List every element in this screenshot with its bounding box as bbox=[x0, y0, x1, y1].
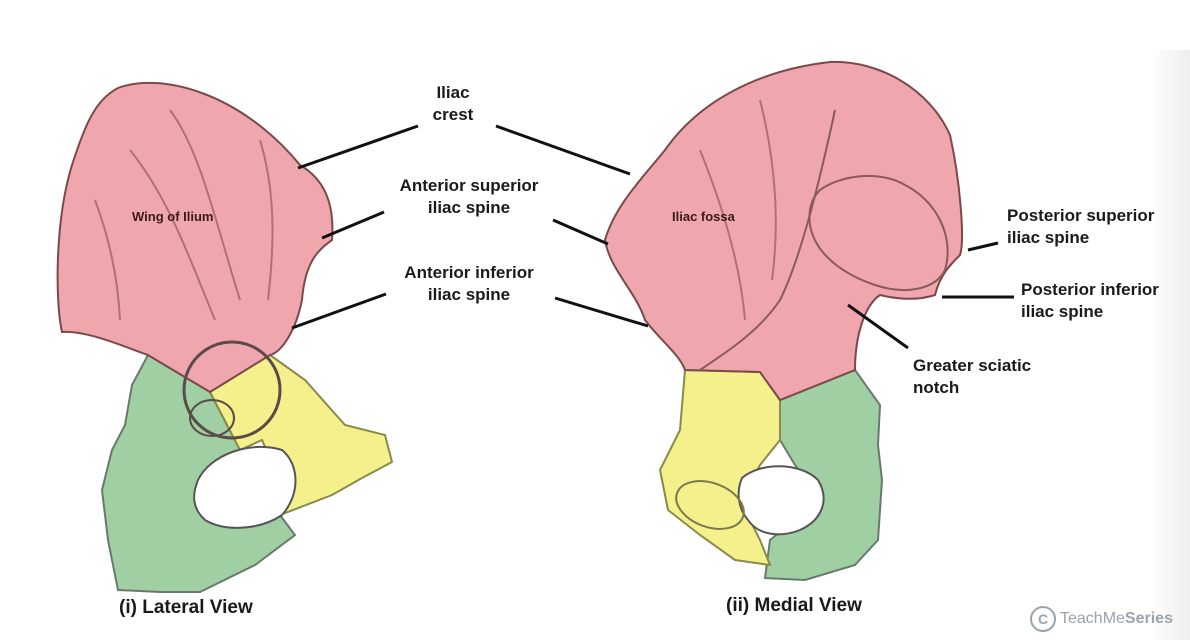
lateral-obturator-foramen bbox=[193, 445, 297, 529]
label-asis-line2: iliac spine bbox=[427, 198, 511, 217]
label-gsn-line2: notch bbox=[913, 378, 960, 397]
caption-medial-view: (ii) Medial View bbox=[726, 595, 862, 616]
watermark-brand-bold: Series bbox=[1124, 610, 1173, 627]
copyright-icon: C bbox=[1030, 606, 1056, 632]
label-iliac-crest-line1: Iliac bbox=[436, 83, 470, 102]
region-label-wing-of-ilium: Wing of Ilium bbox=[132, 209, 214, 224]
lateral-hip-bone bbox=[56, 81, 394, 593]
label-iliac-crest-line2: crest bbox=[432, 105, 474, 124]
leader-aiis bbox=[291, 292, 387, 330]
lateral-ilium bbox=[56, 81, 334, 394]
label-posterior-inferior-iliac-spine: Posterior inferior iliac spine bbox=[1021, 279, 1159, 323]
label-asis-line1: Anterior superior bbox=[399, 176, 539, 195]
label-gsn-line1: Greater sciatic bbox=[913, 356, 1032, 375]
medial-hip-bone bbox=[603, 60, 963, 582]
medial-arcuate-line bbox=[699, 109, 836, 371]
label-piis-line2: iliac spine bbox=[1021, 302, 1104, 321]
medial-pubis bbox=[658, 368, 781, 567]
leader-lines bbox=[291, 124, 1014, 350]
lateral-acetabular-fossa bbox=[189, 399, 235, 437]
label-psis-line2: iliac spine bbox=[1007, 228, 1090, 247]
medial-obturator-foramen bbox=[737, 465, 825, 536]
medial-auricular-surface bbox=[808, 174, 949, 291]
label-posterior-superior-iliac-spine: Posterior superior iliac spine bbox=[1007, 205, 1154, 249]
region-label-iliac-fossa: Iliac fossa bbox=[672, 209, 735, 224]
lateral-acetabulum bbox=[182, 340, 282, 440]
leader-psis bbox=[967, 241, 999, 252]
label-aiis-line2: iliac spine bbox=[427, 285, 511, 304]
leader-aiis-medial bbox=[554, 296, 649, 328]
label-anterior-inferior-iliac-spine: Anterior inferior iliac spine bbox=[385, 262, 553, 306]
label-iliac-crest: Iliac crest bbox=[430, 82, 476, 126]
leader-iliac-crest-medial bbox=[495, 124, 631, 176]
label-psis-line1: Posterior superior bbox=[1007, 206, 1155, 225]
medial-ilium bbox=[603, 60, 963, 402]
leader-greater-sciatic-notch bbox=[847, 303, 909, 350]
right-edge-shade bbox=[1150, 50, 1190, 640]
caption-lateral-view: (i) Lateral View bbox=[119, 597, 253, 618]
lateral-pubis bbox=[208, 353, 394, 517]
leader-asis bbox=[321, 210, 385, 240]
label-aiis-line1: Anterior inferior bbox=[404, 263, 534, 282]
leader-asis-medial bbox=[552, 218, 609, 246]
label-greater-sciatic-notch: Greater sciatic notch bbox=[913, 355, 1031, 399]
label-anterior-superior-iliac-spine: Anterior superior iliac spine bbox=[385, 175, 553, 219]
medial-symphyseal-surface bbox=[675, 480, 745, 530]
leader-iliac-crest-lateral bbox=[297, 124, 419, 170]
label-piis-line1: Posterior inferior bbox=[1021, 280, 1159, 299]
watermark-brand: TeachMe bbox=[1060, 610, 1125, 627]
